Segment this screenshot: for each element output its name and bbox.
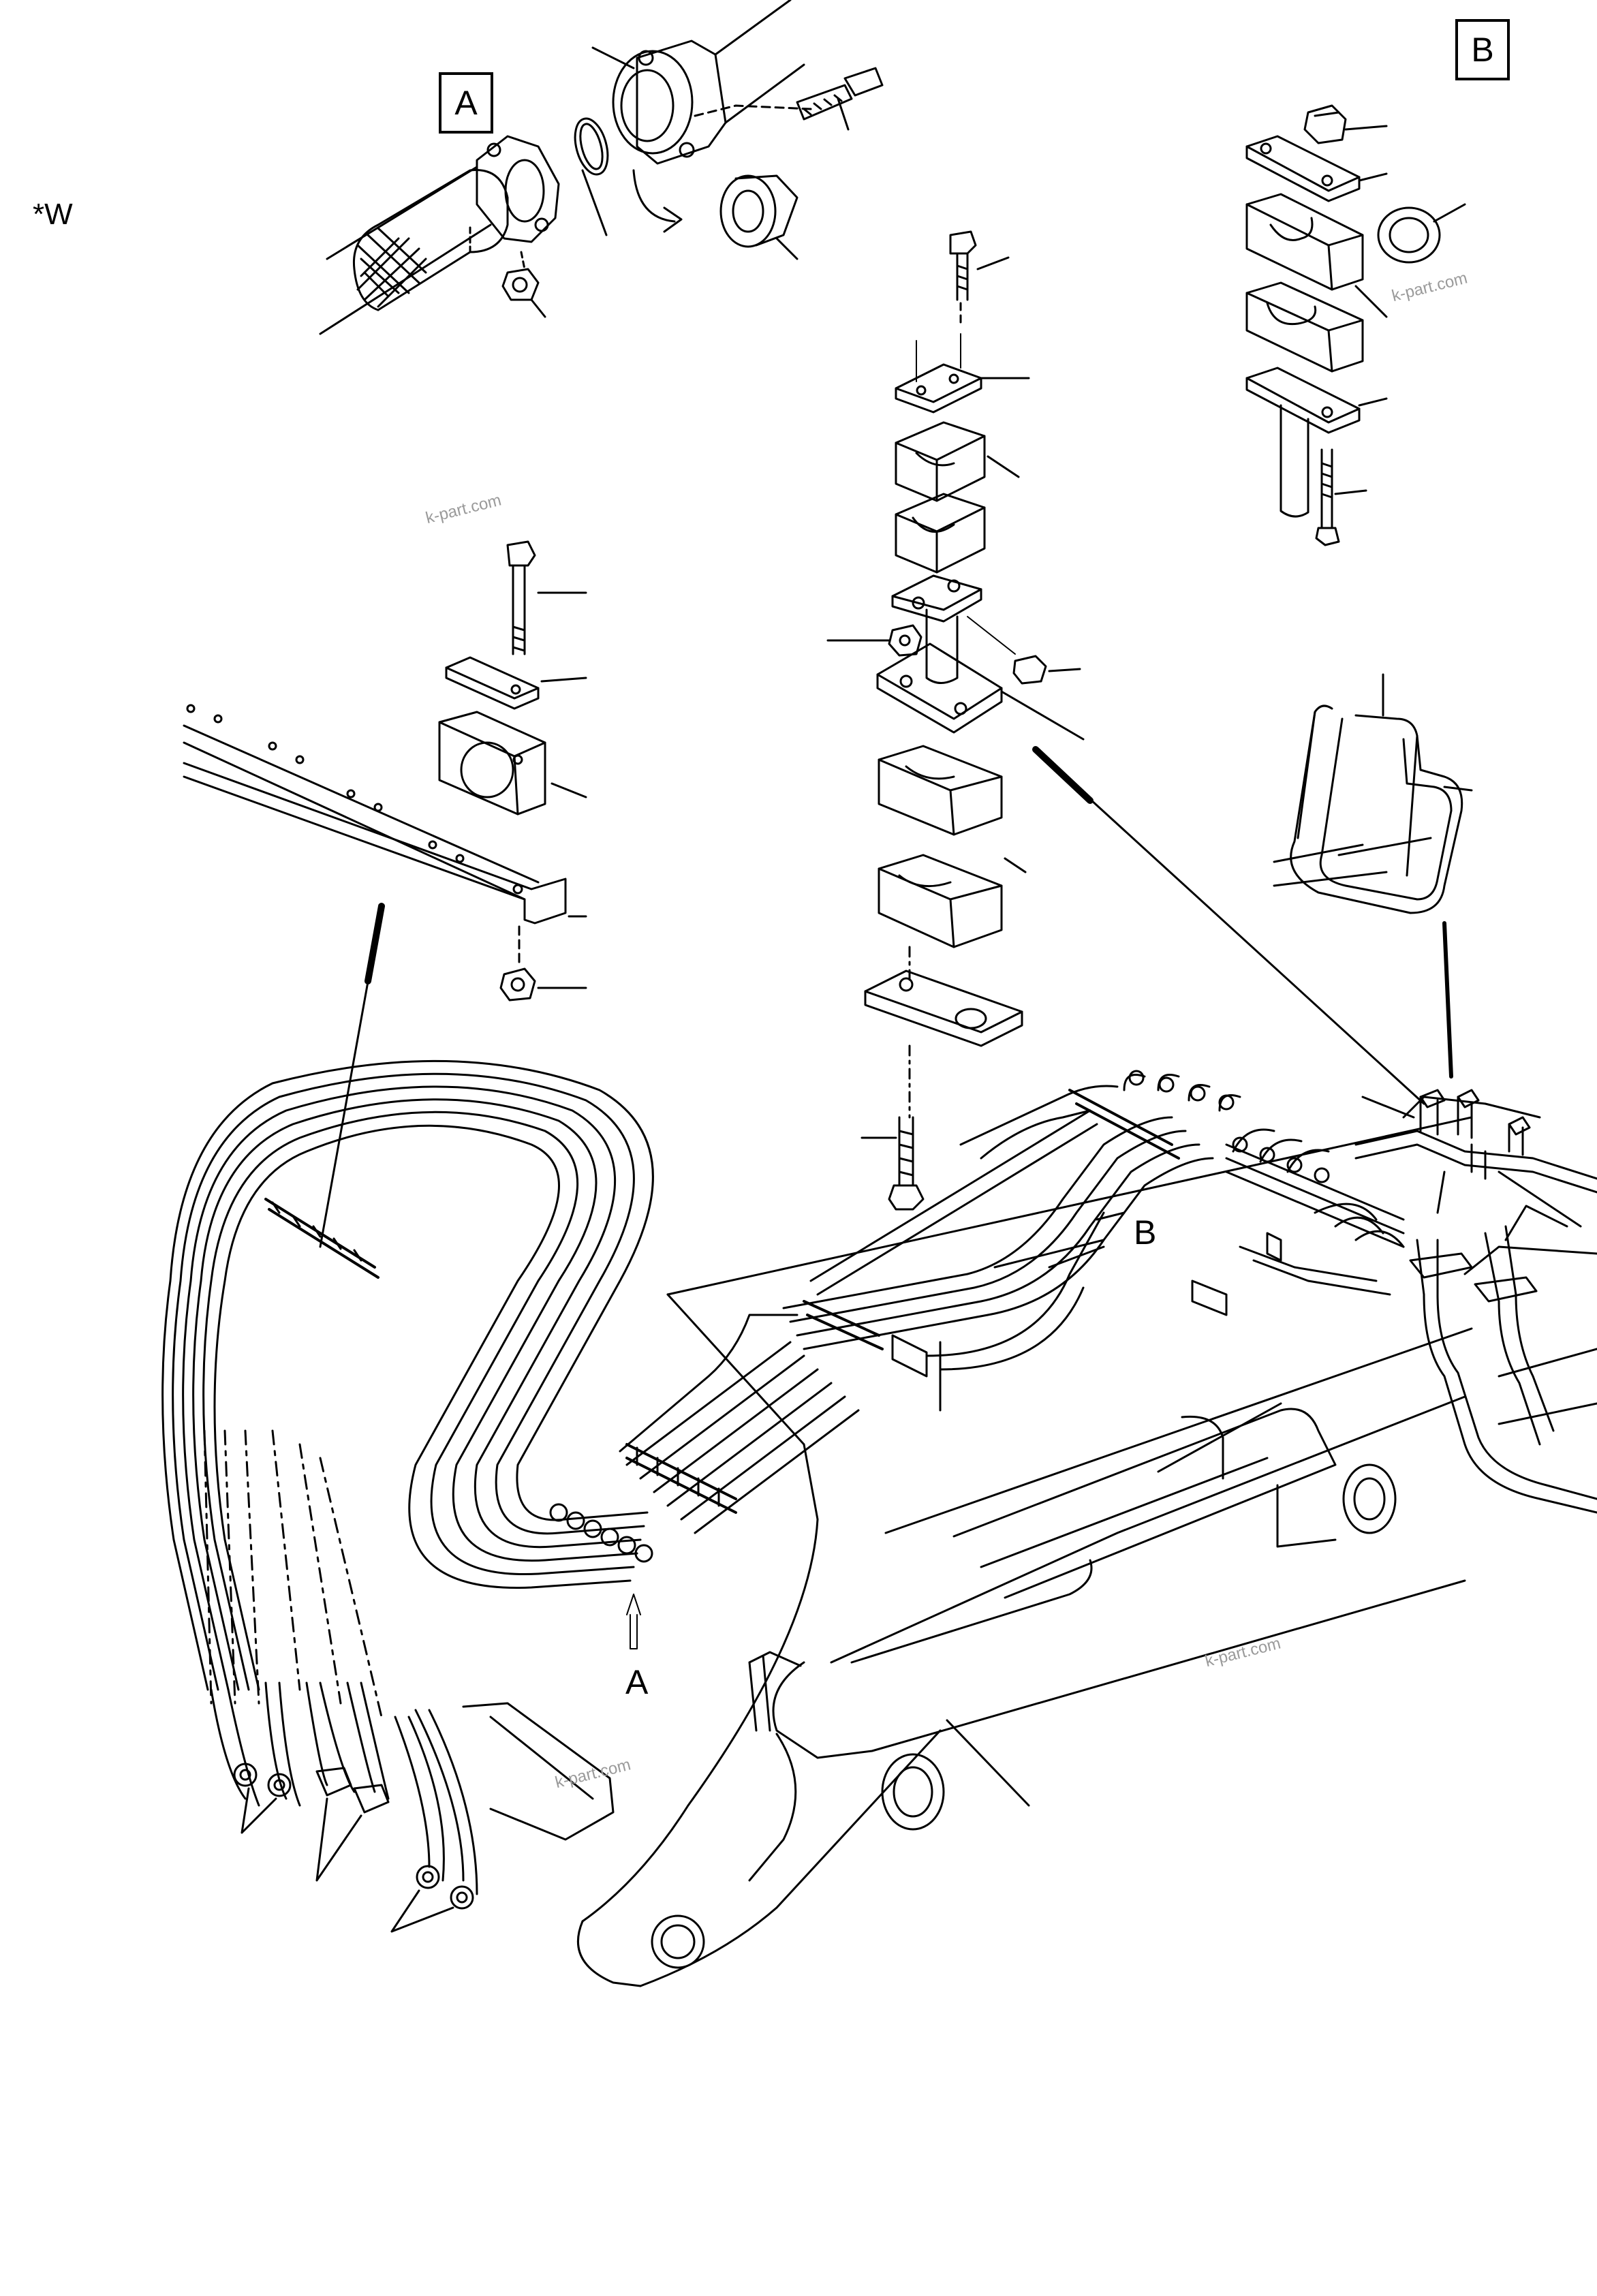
stack-nut-left — [828, 625, 921, 655]
clamp-bolt — [1316, 450, 1366, 545]
middle-clamp-stack — [828, 232, 1424, 1209]
rail-plate — [446, 657, 586, 709]
clamp-cover-plate — [1247, 136, 1386, 201]
view-arrow-label-a: A — [625, 1663, 649, 1701]
clamp-nut — [1305, 106, 1386, 143]
stack-bolt-bottom — [862, 1117, 923, 1209]
stack-clamp-half-4 — [879, 855, 1025, 947]
stack-plate-top — [896, 334, 1029, 412]
hose-bundle — [163, 1061, 1597, 1932]
o-ring — [570, 115, 613, 179]
leader-to-guard — [1444, 923, 1451, 1076]
stack-clamp-half-2 — [896, 494, 984, 572]
rail-bolt — [508, 542, 586, 654]
clamp-base-plate — [1247, 368, 1386, 433]
stack-bolt-top — [950, 232, 1008, 327]
clamp-post — [1281, 405, 1308, 516]
stack-plate-bottom — [865, 971, 1022, 1046]
flange-bolt — [695, 68, 882, 119]
rail-channel — [184, 705, 586, 923]
stack-nut-right — [967, 617, 1080, 683]
hose-grommet — [1378, 204, 1465, 262]
detail-a-flange-fitting — [320, 0, 882, 334]
stack-bracket — [878, 576, 1002, 732]
detail-b-clamp — [1247, 106, 1465, 545]
rail-clamp-assembly — [184, 542, 586, 1247]
leader-to-harness — [1036, 749, 1424, 1104]
stack-clamp-half-3 — [879, 746, 1002, 835]
rail-nut — [501, 927, 586, 1000]
port-block — [613, 0, 804, 164]
detail-label-b: B — [1455, 19, 1510, 80]
detail-label-a: A — [439, 72, 493, 134]
boom-cylinder — [954, 1409, 1395, 1598]
stack-clamp-half-1 — [896, 422, 1019, 501]
hose-end — [320, 167, 508, 334]
rail-clamp-block — [439, 712, 586, 814]
split-flange — [477, 136, 559, 242]
view-arrow-label-b: B — [1134, 1213, 1157, 1252]
view-arrow-a — [627, 1594, 640, 1649]
clamp-half-upper — [1247, 194, 1363, 290]
removal-arrow — [634, 170, 675, 221]
clamp-half-lower — [1247, 283, 1386, 371]
hose-guard-frame — [1274, 674, 1472, 1076]
protective-cap — [721, 176, 797, 247]
corner-code: *W — [33, 198, 73, 231]
